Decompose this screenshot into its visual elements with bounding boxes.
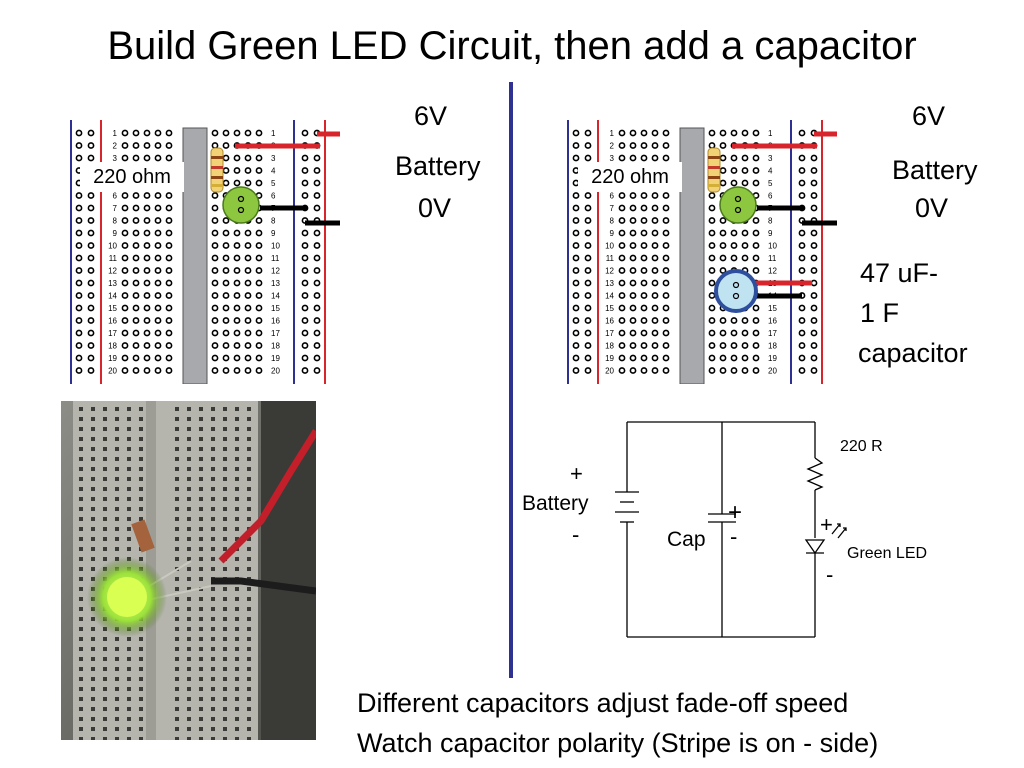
row-number: 14 bbox=[605, 292, 614, 301]
row-number: 12 bbox=[108, 267, 117, 276]
row-number: 14 bbox=[108, 292, 117, 301]
row-number: 17 bbox=[271, 329, 280, 338]
row-number: 16 bbox=[271, 317, 280, 326]
row-number: 17 bbox=[605, 329, 614, 338]
row-number: 14 bbox=[271, 292, 280, 301]
row-number: 6 bbox=[610, 192, 615, 201]
row-number: 8 bbox=[271, 217, 276, 226]
row-number: 18 bbox=[768, 342, 777, 351]
row-number: 2 bbox=[113, 142, 118, 151]
row-number: 15 bbox=[108, 304, 117, 313]
row-number: 11 bbox=[768, 254, 777, 263]
capacitor-value-line3: capacitor bbox=[858, 338, 968, 368]
row-number: 17 bbox=[108, 329, 117, 338]
row-number: 19 bbox=[271, 354, 280, 363]
row-number: 11 bbox=[606, 254, 615, 263]
note-polarity: Watch capacitor polarity (Stripe is on -… bbox=[357, 728, 879, 758]
row-number: 1 bbox=[113, 129, 118, 138]
circuit-schematic bbox=[615, 421, 847, 638]
row-number: 7 bbox=[610, 204, 615, 213]
row-number: 6 bbox=[768, 192, 773, 201]
row-number: 5 bbox=[768, 179, 773, 188]
row-number: 12 bbox=[605, 267, 614, 276]
row-number: 11 bbox=[109, 254, 118, 263]
breadboard-left: 1122334455667788991010111112121313141415… bbox=[70, 120, 340, 384]
row-number: 18 bbox=[271, 342, 280, 351]
led-photo bbox=[61, 401, 316, 740]
row-number: 3 bbox=[768, 154, 773, 163]
row-number: 3 bbox=[113, 154, 118, 163]
row-number: 2 bbox=[610, 142, 615, 151]
resistor-label-right: 220 ohm bbox=[578, 162, 682, 192]
row-number: 9 bbox=[271, 229, 276, 238]
row-number: 8 bbox=[768, 217, 773, 226]
breadboard-right: 1122334455667788991010111112121313141415… bbox=[567, 120, 837, 384]
cap-minus-sign: - bbox=[730, 524, 738, 549]
row-number: 7 bbox=[113, 204, 118, 213]
battery-schematic-label: Battery bbox=[522, 492, 589, 515]
row-number: 15 bbox=[605, 304, 614, 313]
row-number: 16 bbox=[108, 317, 117, 326]
row-number: 12 bbox=[271, 267, 280, 276]
row-number: 10 bbox=[768, 242, 777, 251]
note-fade-speed: Different capacitors adjust fade-off spe… bbox=[357, 688, 849, 718]
row-number: 10 bbox=[605, 242, 614, 251]
led-minus-sign: - bbox=[826, 562, 834, 587]
voltage-0v-right: 0V bbox=[915, 193, 949, 223]
voltage-0v-left: 0V bbox=[418, 193, 452, 223]
battery-label-right: Battery bbox=[892, 155, 978, 185]
row-number: 3 bbox=[610, 154, 615, 163]
row-number: 19 bbox=[108, 354, 117, 363]
resistor-schematic-label: 220 R bbox=[840, 438, 883, 455]
row-number: 8 bbox=[610, 217, 615, 226]
battery-minus-sign: - bbox=[572, 522, 580, 547]
resistor-label-left: 220 ohm bbox=[80, 162, 184, 192]
battery-plus-sign: + bbox=[570, 461, 583, 486]
row-number: 11 bbox=[271, 254, 280, 263]
row-number: 3 bbox=[271, 154, 276, 163]
row-number: 12 bbox=[768, 267, 777, 276]
capacitor-value-line2: 1 F bbox=[860, 298, 900, 328]
row-number: 18 bbox=[605, 342, 614, 351]
row-number: 9 bbox=[768, 229, 773, 238]
row-number: 6 bbox=[113, 192, 118, 201]
row-number: 20 bbox=[271, 367, 280, 376]
row-number: 6 bbox=[271, 192, 276, 201]
row-number: 18 bbox=[108, 342, 117, 351]
row-number: 19 bbox=[768, 354, 777, 363]
row-number: 20 bbox=[605, 367, 614, 376]
cap-schematic-label: Cap bbox=[667, 528, 706, 551]
row-number: 15 bbox=[271, 304, 280, 313]
row-number: 20 bbox=[108, 367, 117, 376]
row-number: 13 bbox=[108, 279, 117, 288]
page-title: Build Green LED Circuit, then add a capa… bbox=[107, 24, 917, 68]
row-number: 17 bbox=[768, 329, 777, 338]
row-number: 10 bbox=[271, 242, 280, 251]
row-number: 4 bbox=[271, 167, 276, 176]
divider-line bbox=[509, 82, 513, 678]
row-number: 1 bbox=[768, 129, 773, 138]
row-number: 16 bbox=[605, 317, 614, 326]
row-number: 20 bbox=[768, 367, 777, 376]
row-number: 13 bbox=[271, 279, 280, 288]
voltage-6v-left: 6V bbox=[414, 101, 448, 131]
led-plus-sign: + bbox=[820, 512, 833, 537]
row-number: 19 bbox=[605, 354, 614, 363]
row-number: 5 bbox=[271, 179, 276, 188]
row-number: 16 bbox=[768, 317, 777, 326]
row-number: 15 bbox=[768, 304, 777, 313]
row-number: 13 bbox=[605, 279, 614, 288]
row-number: 4 bbox=[768, 167, 773, 176]
row-number: 9 bbox=[113, 229, 118, 238]
battery-label-left: Battery bbox=[395, 151, 481, 181]
row-number: 1 bbox=[271, 129, 276, 138]
row-number: 8 bbox=[113, 217, 118, 226]
row-number: 10 bbox=[108, 242, 117, 251]
row-number: 9 bbox=[610, 229, 615, 238]
cap-plus-sign: + bbox=[728, 499, 743, 526]
capacitor-value-line1: 47 uF- bbox=[860, 258, 939, 288]
led-schematic-label: Green LED bbox=[847, 545, 928, 562]
row-number: 1 bbox=[610, 129, 615, 138]
voltage-6v-right: 6V bbox=[912, 101, 946, 131]
